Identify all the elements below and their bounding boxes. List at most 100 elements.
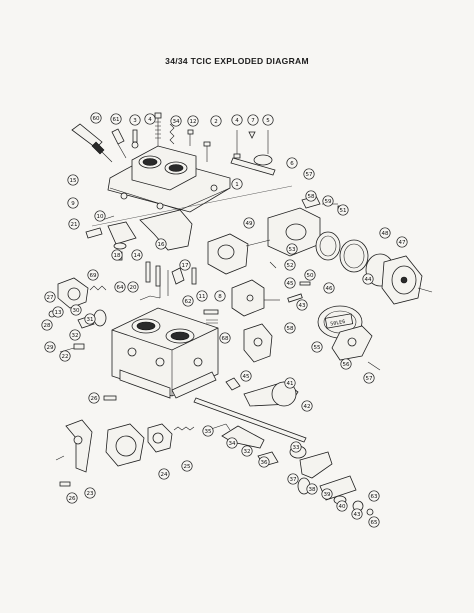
callout-circle: [110, 113, 122, 125]
callout-64: 64: [114, 281, 126, 293]
callout-57: 57: [303, 168, 315, 180]
callout-number: 40: [339, 504, 346, 510]
callout-circle: [114, 281, 126, 293]
callout-56: 56: [340, 358, 352, 370]
callout-number: 5: [266, 118, 270, 124]
callout-circle: [284, 259, 296, 271]
callout-number: 18: [114, 253, 121, 259]
small-clip: [248, 131, 256, 139]
callout-29: 29: [44, 341, 56, 353]
callout-24: 24: [158, 468, 170, 480]
carburettor-cover: [107, 145, 231, 213]
callout-32: 32: [69, 329, 81, 341]
callout-49: 49: [243, 217, 255, 229]
callout-3: 3: [129, 114, 141, 126]
callout-circle: [336, 500, 348, 512]
callout-number: 58: [287, 326, 294, 332]
callout-60: 60: [90, 112, 102, 124]
callout-circle: [129, 114, 141, 126]
callout-number: 39: [324, 492, 331, 498]
callout-50: 50: [304, 269, 316, 281]
callout-number: 14: [134, 253, 141, 259]
callout-circle: [262, 114, 274, 126]
small-screws-right: [269, 261, 311, 303]
callout-circle: [181, 460, 193, 472]
pump-cover: [105, 423, 195, 467]
callout-34: 34: [226, 437, 238, 449]
callout-number: 37: [290, 477, 297, 483]
callout-circle: [111, 249, 123, 261]
callout-circle: [127, 281, 139, 293]
callout-circle: [296, 299, 308, 311]
mixture-screws: [191, 267, 219, 324]
callout-number: 20: [130, 285, 137, 291]
callout-number: 61: [113, 117, 120, 123]
callout-33: 33: [290, 441, 302, 453]
callout-circle: [90, 112, 102, 124]
pivot-screw: [233, 130, 241, 159]
callout-number: 57: [366, 376, 373, 382]
callout-number: 26: [91, 396, 98, 402]
callout-number: 4: [235, 118, 239, 124]
callout-number: 50: [307, 273, 314, 279]
callout-number: 43: [354, 512, 361, 518]
callout-65: 65: [368, 516, 380, 528]
callout-circle: [59, 350, 71, 362]
callout-28: 28: [41, 319, 53, 331]
callout-number: 4: [148, 117, 152, 123]
callout-59: 59: [322, 195, 334, 207]
callout-circle: [87, 269, 99, 281]
callout-circle: [351, 508, 363, 520]
callout-number: 2: [214, 119, 218, 125]
callout-number: 34: [229, 441, 236, 447]
fast-idle-link: [230, 130, 276, 176]
callout-circle: [286, 157, 298, 169]
callout-number: 31: [87, 317, 94, 323]
callout-55: 55: [311, 341, 323, 353]
callout-number: 60: [93, 116, 100, 122]
callout-21: 21: [68, 218, 80, 230]
callout-39: 39: [321, 488, 333, 500]
callout-number: 27: [47, 295, 54, 301]
callout-number: 28: [44, 323, 51, 329]
side-bracket: [231, 279, 280, 363]
callout-32: 32: [241, 445, 253, 457]
callout-circle: [306, 483, 318, 495]
callout-circle: [363, 372, 375, 384]
callout-45: 45: [284, 277, 296, 289]
callout-26: 26: [66, 492, 78, 504]
callout-number: 3: [133, 118, 137, 124]
callout-number: 59: [325, 199, 332, 205]
callout-circle: [301, 400, 313, 412]
callout-circle: [67, 174, 79, 186]
callout-circle: [131, 249, 143, 261]
emulsion-tubes: [145, 261, 185, 287]
callout-12: 12: [187, 115, 199, 127]
callout-25: 25: [181, 460, 193, 472]
callout-circle: [187, 115, 199, 127]
callout-circle: [210, 115, 222, 127]
callout-circle: [322, 195, 334, 207]
callout-circle: [196, 290, 208, 302]
callout-9: 9: [67, 197, 79, 209]
callout-47: 47: [396, 236, 408, 248]
callout-13: 13: [52, 306, 64, 318]
callout-number: 56: [343, 362, 350, 368]
callout-number: 26: [69, 496, 76, 502]
callout-22: 22: [59, 350, 71, 362]
callout-46: 46: [323, 282, 335, 294]
callout-number: 65: [371, 520, 378, 526]
top-screw-2: [203, 141, 211, 162]
accelerator-pump: [57, 277, 107, 329]
callout-circle: [379, 227, 391, 239]
callout-circle: [170, 115, 182, 127]
callout-circle: [69, 329, 81, 341]
callout-17: 17: [179, 259, 191, 271]
callout-6: 6: [286, 157, 298, 169]
callout-58: 58: [305, 190, 317, 202]
callout-circle: [226, 437, 238, 449]
callout-number: 58: [308, 194, 315, 200]
callout-number: 29: [47, 345, 54, 351]
callout-number: 47: [399, 240, 406, 246]
